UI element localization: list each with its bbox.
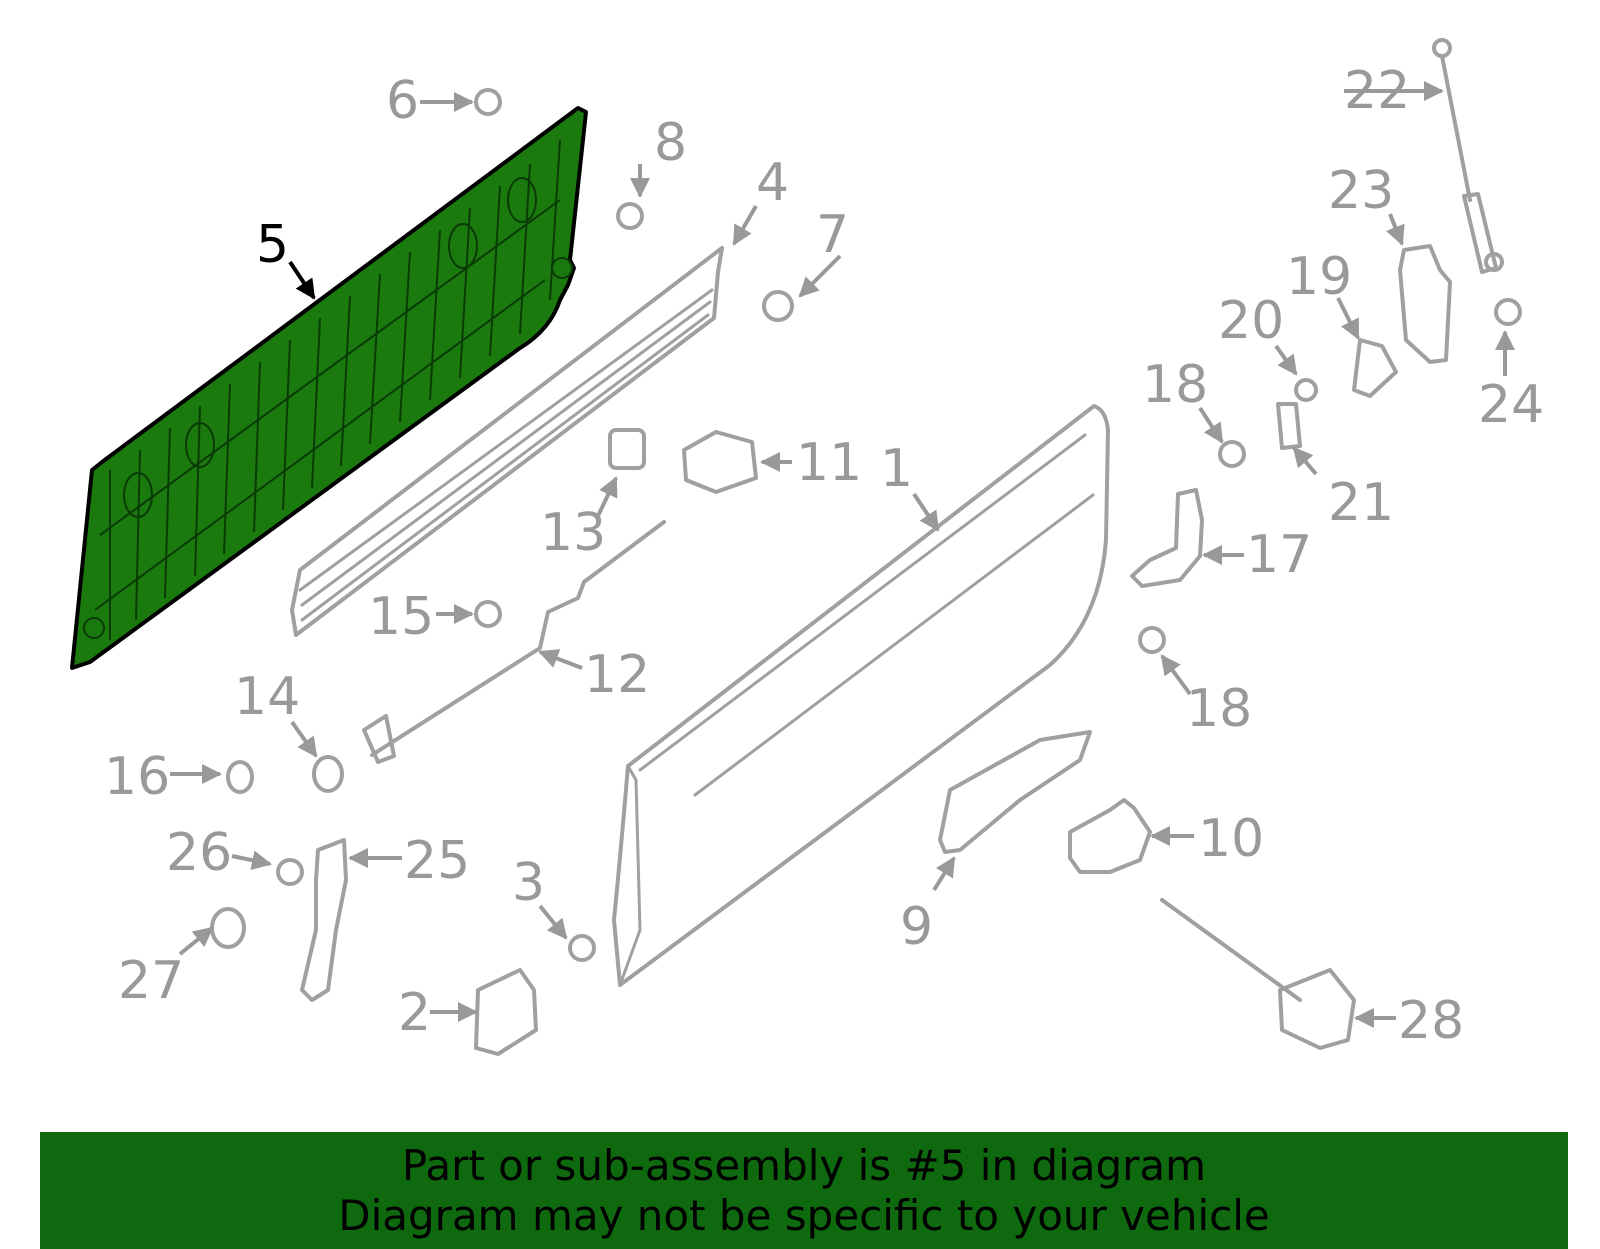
part-9-handle[interactable]	[938, 730, 1092, 854]
part-25-check-cable[interactable]	[300, 838, 348, 1002]
part-5-tailgate-liner[interactable]	[70, 106, 588, 670]
part-4-top-cap[interactable]	[290, 246, 724, 637]
part-16-clip	[226, 760, 254, 794]
part-18-bolt-lower	[1138, 626, 1166, 654]
part-8-bolt	[616, 202, 644, 230]
part-22-support-strut[interactable]	[1432, 38, 1504, 274]
parts-diagram: 1 2 3 4 5 6 7 8 9 10 11 12 13 14 15 16 1…	[70, 38, 1544, 1056]
part-27-washer	[210, 907, 246, 949]
part-26-bolt	[276, 858, 304, 886]
part-6-bolt	[474, 88, 502, 116]
part-20-bolt	[1294, 378, 1318, 402]
callout-9: 9	[900, 897, 933, 957]
callout-13: 13	[540, 503, 606, 563]
callout-26: 26	[166, 823, 232, 883]
callout-27: 27	[118, 951, 184, 1011]
part-3-bolt	[568, 934, 596, 962]
part-13-bumper	[608, 428, 646, 470]
banner-line-1: Part or sub-assembly is #5 in diagram	[401, 1140, 1207, 1190]
callout-14: 14	[234, 667, 300, 727]
callout-8: 8	[654, 113, 687, 173]
callout-23: 23	[1328, 161, 1394, 221]
callout-6: 6	[386, 71, 419, 131]
part-18-bolt-upper	[1218, 440, 1246, 468]
part-1-tailgate-shell[interactable]	[612, 404, 1110, 987]
small-fasteners	[210, 88, 1522, 962]
callout-labels: 1 2 3 4 5 6 7 8 9 10 11 12 13 14 15 16 1…	[104, 61, 1544, 1051]
callout-18-upper: 18	[1142, 355, 1208, 415]
callout-7: 7	[816, 205, 849, 265]
callout-28: 28	[1398, 991, 1464, 1051]
part-21-plate	[1276, 402, 1302, 450]
callout-16: 16	[104, 747, 170, 807]
callout-21: 21	[1328, 473, 1394, 533]
part-24-screw	[1494, 298, 1522, 326]
part-23-bracket[interactable]	[1398, 244, 1452, 364]
part-14-bushing	[312, 755, 344, 793]
callout-11: 11	[796, 433, 862, 493]
part-10-latch[interactable]	[1068, 798, 1152, 874]
part-7-nut	[762, 290, 794, 322]
callout-2: 2	[398, 983, 431, 1043]
callout-22: 22	[1344, 61, 1410, 121]
callout-10: 10	[1198, 809, 1264, 869]
callout-18-lower: 18	[1186, 679, 1252, 739]
callout-1: 1	[880, 439, 913, 499]
part-28-lock-actuator[interactable]	[1160, 898, 1356, 1050]
part-11-pivot	[682, 430, 758, 494]
callout-3: 3	[512, 853, 545, 913]
callout-12: 12	[584, 645, 650, 705]
banner-line-2: Diagram may not be specific to your vehi…	[338, 1190, 1270, 1240]
callout-20: 20	[1218, 291, 1284, 351]
callout-17: 17	[1246, 525, 1312, 585]
callout-4: 4	[756, 153, 789, 213]
callout-15: 15	[368, 587, 434, 647]
leader-arrows	[170, 81, 1515, 1028]
callout-24: 24	[1478, 375, 1544, 435]
part-2-hinge-block[interactable]	[474, 968, 538, 1056]
part-19-hinge	[1352, 338, 1398, 398]
callout-25: 25	[404, 831, 470, 891]
part-17-hinge-bracket[interactable]	[1130, 488, 1204, 588]
part-15-washer	[474, 600, 502, 628]
callout-5: 5	[256, 215, 289, 275]
callout-19: 19	[1286, 247, 1352, 307]
info-banner: Part or sub-assembly is #5 in diagram Di…	[40, 1132, 1568, 1249]
part-12-latch-rod[interactable]	[362, 520, 666, 764]
